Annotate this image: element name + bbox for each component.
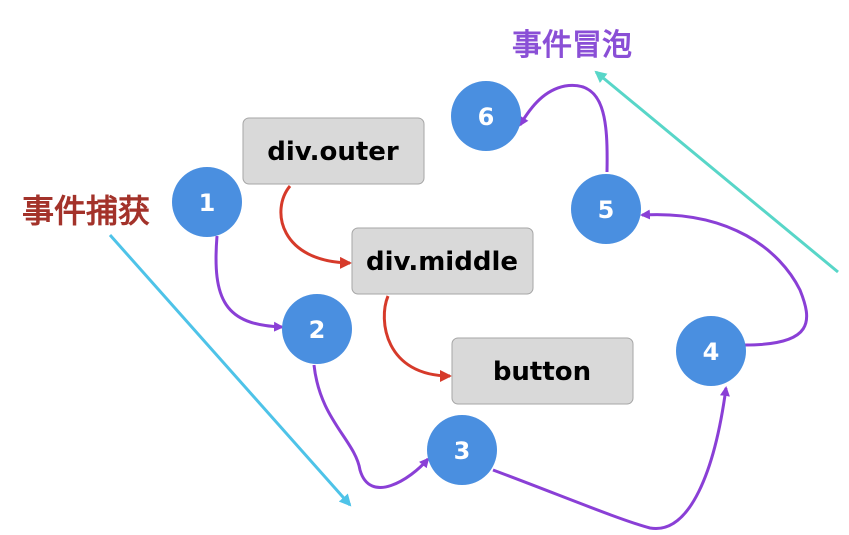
- capture-direction-arrow: [108, 234, 352, 507]
- flow-arrow-1-2: [214, 235, 284, 332]
- box-div-middle: div.middle: [351, 227, 534, 295]
- step-node-3-label: 3: [454, 437, 471, 465]
- middle-to-button-arrow: [382, 295, 452, 382]
- step-node-1: 1: [172, 167, 242, 237]
- flow-arrow-3-4: [492, 386, 730, 530]
- step-node-5: 5: [571, 174, 641, 244]
- step-node-1-label: 1: [199, 189, 216, 217]
- step-node-6: 6: [451, 81, 521, 151]
- box-div-outer: div.outer: [242, 117, 425, 185]
- step-node-4: 4: [676, 316, 746, 386]
- flow-arrow-5-6: [518, 83, 609, 173]
- bubble-direction-arrow: [594, 70, 839, 274]
- flow-arrow-4-5: [640, 209, 809, 347]
- box-button: button: [451, 337, 634, 405]
- box-div-outer-label: div.outer: [267, 137, 399, 167]
- step-node-5-label: 5: [598, 196, 615, 224]
- step-node-2-label: 2: [309, 316, 326, 344]
- capture-phase-label: 事件捕获: [22, 192, 150, 230]
- step-node-3: 3: [427, 415, 497, 485]
- box-button-label: button: [493, 357, 591, 387]
- bubble-phase-label: 事件冒泡: [512, 28, 632, 63]
- step-node-6-label: 6: [478, 103, 495, 131]
- flow-arrow-2-3: [312, 364, 430, 489]
- outer-to-middle-arrow: [279, 185, 352, 269]
- step-node-4-label: 4: [703, 338, 720, 366]
- step-node-2: 2: [282, 294, 352, 364]
- box-div-middle-label: div.middle: [366, 247, 518, 277]
